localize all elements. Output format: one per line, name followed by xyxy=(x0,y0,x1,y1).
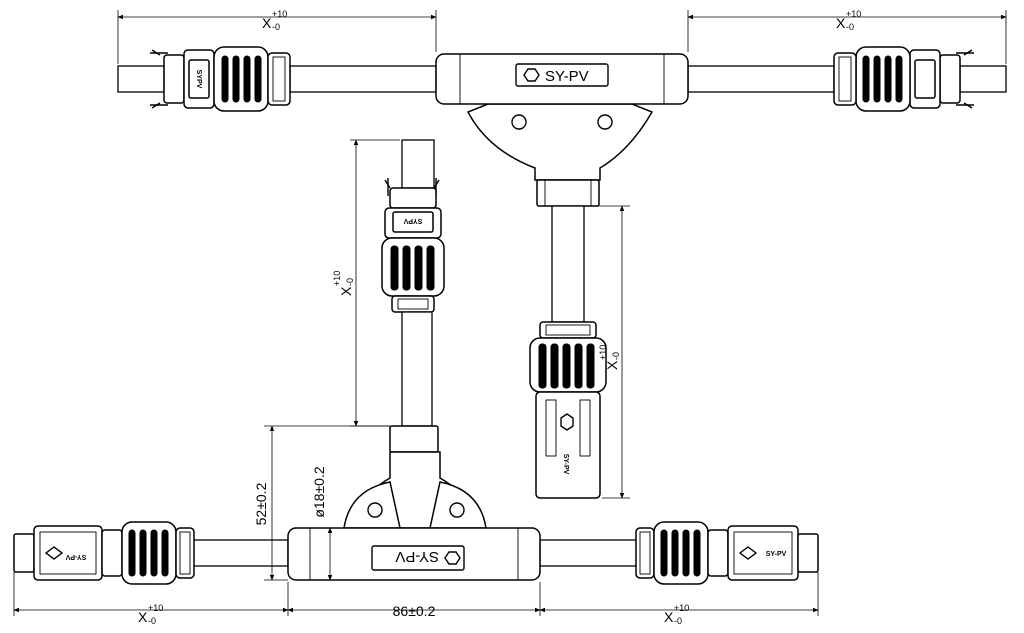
bottom-right-connector-mark: SY-PV xyxy=(766,551,787,558)
bottom-branch-assembly: SY-PV SY-PV xyxy=(13,425,819,585)
dim-middle-vertical: X +10 -0 xyxy=(332,271,355,296)
bottom-right-connector: SY-PV xyxy=(635,521,819,585)
svg-text:X: X xyxy=(836,15,846,31)
body-height-label: 52±0.2 xyxy=(253,482,269,525)
dim-bottom-left: X +10 -0 xyxy=(138,603,163,626)
hexagon-bolt-logo-icon-bottom xyxy=(444,551,461,565)
svg-text:+10: +10 xyxy=(674,603,689,613)
top-right-connector xyxy=(833,46,974,112)
middle-vertical-connector: SYPV xyxy=(381,139,445,427)
svg-text:-0: -0 xyxy=(272,22,280,32)
top-left-connector-mark: SYPV xyxy=(195,70,202,89)
dimension-labels: X +10 -0 X +10 -0 X +10 -0 X +10 -0 52±0… xyxy=(138,9,861,626)
svg-text:+10: +10 xyxy=(332,271,342,286)
svg-text:-0: -0 xyxy=(846,22,854,32)
top-left-connector: SYPV xyxy=(150,46,291,112)
svg-text:-0: -0 xyxy=(345,278,355,286)
top-vertical-connector: SY-PV xyxy=(529,321,607,499)
hexagon-bolt-logo-icon xyxy=(523,68,540,82)
svg-text:+10: +10 xyxy=(846,9,861,19)
svg-text:X: X xyxy=(262,15,272,31)
svg-text:+10: +10 xyxy=(148,603,163,613)
top-branch-assembly: SYPV xyxy=(117,46,1007,499)
svg-text:X: X xyxy=(138,609,148,625)
dim-right-vertical: X +10 -0 xyxy=(598,345,621,370)
svg-text:+10: +10 xyxy=(598,345,608,360)
dim-top-left: X +10 -0 xyxy=(262,9,287,32)
bottom-left-connector-mark: SY-PV xyxy=(65,553,86,560)
dim-top-right: X +10 -0 xyxy=(836,9,861,32)
dimension-lines xyxy=(13,10,1007,616)
svg-text:X: X xyxy=(604,360,620,370)
svg-text:X: X xyxy=(338,286,354,296)
top-t-body: SY-PV xyxy=(435,53,689,207)
bottom-t-body: SY-PV xyxy=(287,425,541,581)
dim-bottom-right: X +10 -0 xyxy=(664,603,689,626)
vertical-connector-mark: SY-PV xyxy=(562,454,569,475)
body-length-label: 86±0.2 xyxy=(393,603,436,619)
svg-text:-0: -0 xyxy=(674,616,682,626)
branch-diameter-label: ø18±0.2 xyxy=(311,466,327,517)
top-brand-label: SY-PV xyxy=(545,68,589,85)
svg-text:+10: +10 xyxy=(272,9,287,19)
middle-connector-mark: SYPV xyxy=(403,217,422,224)
bottom-left-connector: SY-PV xyxy=(13,521,195,585)
svg-text:X: X xyxy=(664,609,674,625)
bottom-brand-label: SY-PV xyxy=(395,548,439,565)
svg-text:-0: -0 xyxy=(148,616,156,626)
svg-text:-0: -0 xyxy=(611,352,621,360)
